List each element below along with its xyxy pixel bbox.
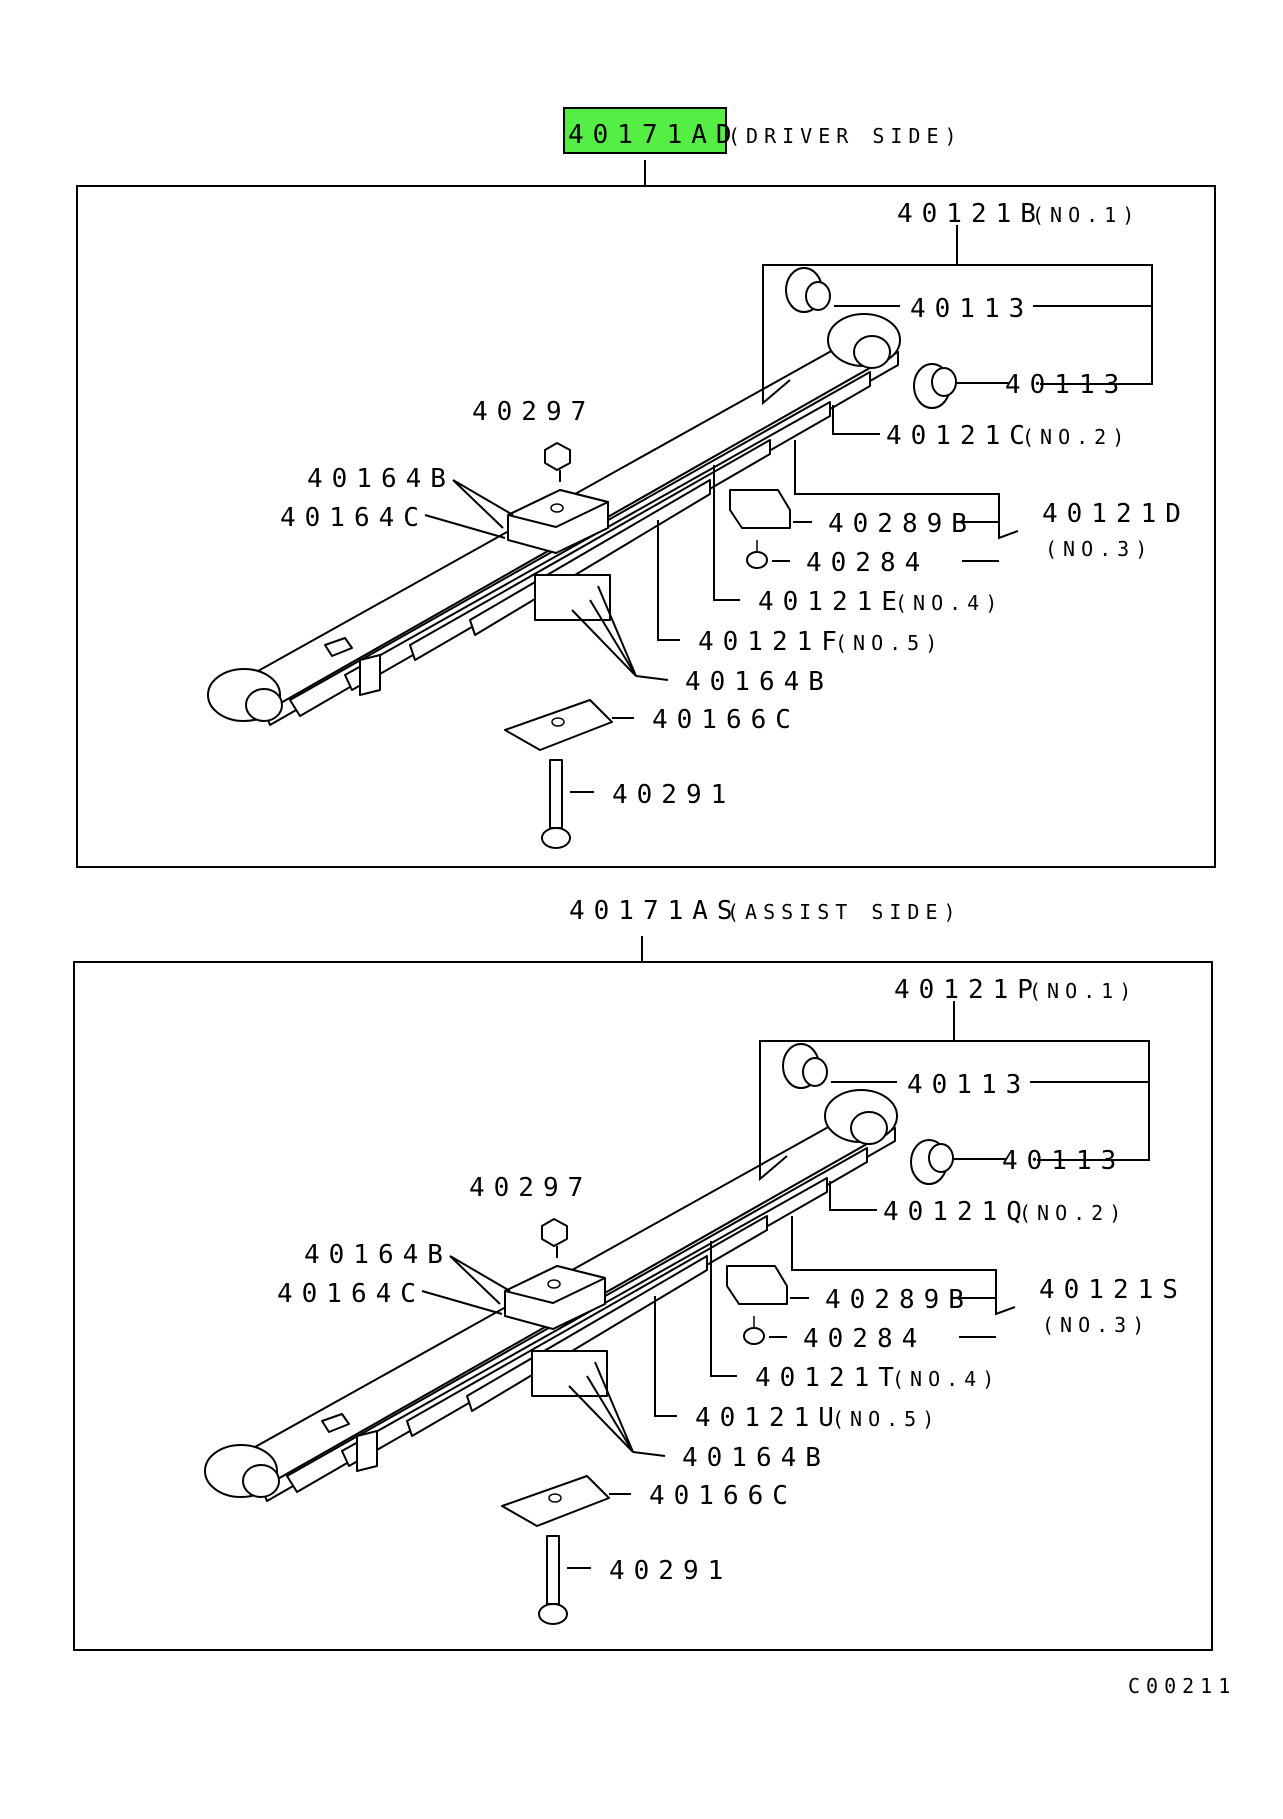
part-label-bushing-upper[interactable]: 40113 [907,1070,1030,1100]
part-label-leaf-no3[interactable]: 40121D [1042,499,1190,529]
panel-frame [76,185,1216,868]
part-label-leaf-no4[interactable]: 40121T [755,1363,903,1393]
part-label-pad-c[interactable]: 40164C [277,1279,425,1309]
selected-part-highlight [563,107,727,154]
leaf-spring-illustration [207,267,957,849]
part-label-pad-c[interactable]: 40164C [280,503,428,533]
part-label-bushing-lower[interactable]: 40113 [1002,1146,1125,1176]
part-label-leaf-no3[interactable]: 40121S [1039,1275,1187,1305]
part-label-leaf-no3-suffix: (NO.3) [1042,1313,1150,1337]
assembly-side-label: (DRIVER SIDE) [728,124,963,148]
part-label-plate[interactable]: 40166C [652,705,800,735]
assist-side-panel: 40171AS (ASSIST SIDE) [73,896,1213,1651]
part-label-pad-a[interactable]: 40164B [307,464,455,494]
part-label-leaf-no2[interactable]: 40121C [886,421,1034,451]
leaf-spring-illustration [204,1043,954,1625]
assembly-number[interactable]: 40171AS [569,896,742,926]
part-label-rivet[interactable]: 40284 [806,548,929,578]
part-label-pad-b[interactable]: 40164B [682,1443,830,1473]
part-label-leaf-no4[interactable]: 40121E [758,587,906,617]
part-label-bolt[interactable]: 40291 [609,1556,732,1586]
part-label-leaf-no5-suffix: (NO.5) [832,1407,940,1431]
part-label-leaf-no5[interactable]: 40121F [698,627,846,657]
driver-side-panel: 40171AD (DRIVER SIDE) [76,120,1216,868]
part-label-leaf-no2[interactable]: 40121Q [883,1197,1031,1227]
part-label-leaf-no2-suffix: (NO.2) [1019,1201,1127,1225]
part-label-bolt[interactable]: 40291 [612,780,735,810]
part-label-plate[interactable]: 40166C [649,1481,797,1511]
figure-code: C00211 [1128,1674,1236,1698]
assembly-side-label: (ASSIST SIDE) [727,900,962,924]
part-label-leaf-no1-suffix: (NO.1) [1032,203,1140,227]
part-label-leaf-no1[interactable]: 40121P [894,975,1042,1005]
part-label-leaf-no2-suffix: (NO.2) [1022,425,1130,449]
part-label-nut[interactable]: 40297 [469,1173,592,1203]
assembly-number[interactable]: 40171AD [568,120,741,150]
part-label-leaf-no4-suffix: (NO.4) [892,1367,1000,1391]
part-label-leaf-no4-suffix: (NO.4) [895,591,1003,615]
part-label-leaf-no1-suffix: (NO.1) [1029,979,1137,1003]
panel-frame [73,961,1213,1651]
part-label-clip[interactable]: 40289B [828,509,976,539]
part-label-bushing-upper[interactable]: 40113 [910,294,1033,324]
part-label-rivet[interactable]: 40284 [803,1324,926,1354]
part-label-pad-a[interactable]: 40164B [304,1240,452,1270]
part-label-nut[interactable]: 40297 [472,397,595,427]
part-label-bushing-lower[interactable]: 40113 [1005,370,1128,400]
part-label-leaf-no5-suffix: (NO.5) [835,631,943,655]
part-label-pad-b[interactable]: 40164B [685,667,833,697]
part-label-leaf-no3-suffix: (NO.3) [1045,537,1153,561]
part-label-leaf-no5[interactable]: 40121U [695,1403,843,1433]
part-label-clip[interactable]: 40289B [825,1285,973,1315]
part-label-leaf-no1[interactable]: 40121B [897,199,1045,229]
